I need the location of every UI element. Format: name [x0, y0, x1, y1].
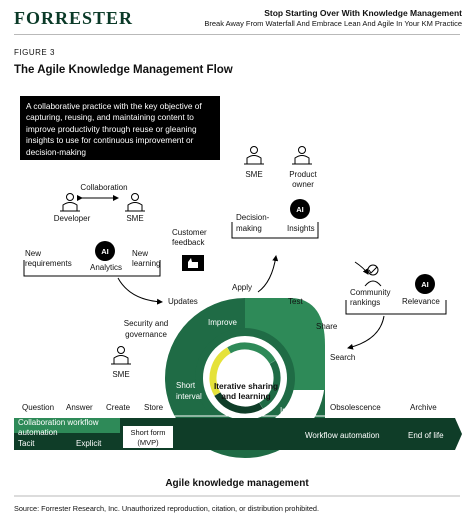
community-bracket: [345, 300, 447, 315]
timeline-create: Create: [106, 403, 131, 412]
short-interval-label: Short interval: [176, 381, 202, 401]
analytics-bracket: [23, 260, 161, 277]
figure-title: The Agile Knowledge Management Flow: [14, 64, 233, 76]
updates-label: Updates: [168, 297, 198, 306]
thumbs-up-icon: [182, 255, 204, 271]
diagram-title: Agile knowledge management: [165, 478, 309, 489]
figure-label: FIGURE 3: [14, 48, 55, 57]
security-governance-label: Security and governance: [123, 319, 169, 339]
improve-label: Improve: [208, 318, 237, 327]
inquiry-label: Inquiry: [280, 406, 305, 415]
sme-label: SME: [126, 214, 144, 223]
sme-lower-label: SME: [112, 370, 130, 379]
new-learning-label: New learning: [132, 249, 161, 268]
ai-badge-analytics: AI: [95, 241, 115, 261]
timeline-question: Question: [22, 403, 55, 412]
timeline-archive: Archive: [410, 403, 437, 412]
sme-top-person-icon: [244, 146, 264, 165]
community-arrow: [354, 261, 369, 275]
product-owner-person-icon: [292, 146, 312, 165]
ai-badge-relevance: AI: [415, 274, 435, 294]
report-title: Stop Starting Over With Knowledge Manage…: [264, 8, 462, 18]
apply-label: Apply: [232, 283, 253, 292]
source-note: Source: Forrester Research, Inc. Unautho…: [14, 504, 320, 513]
header-divider: [14, 34, 460, 35]
short-form-mvp-box: Short form (MVP): [122, 425, 174, 449]
apply-arrow: [257, 255, 279, 293]
analytics-label: Analytics: [89, 263, 122, 272]
community-rankings-icon: [364, 264, 382, 287]
developer-label: Developer: [53, 214, 91, 223]
ai-badge-insights: AI: [290, 199, 310, 219]
workflow-automation-label: Workflow automation: [305, 431, 380, 440]
tacit-label: Tacit: [18, 439, 35, 448]
community-rankings-label: Community rankings: [350, 288, 391, 307]
developer-person-icon: [60, 193, 80, 212]
timeline-answer: Answer: [66, 403, 93, 412]
explicit-label: Explicit: [76, 439, 102, 448]
report-subtitle: Break Away From Waterfall And Embrace Le…: [204, 19, 462, 28]
end-of-life-label: End of life: [408, 431, 444, 440]
relevance-label: Relevance: [402, 297, 440, 306]
collaboration-label: Collaboration: [80, 183, 128, 192]
search-arrow: [347, 315, 385, 350]
timeline-obsolescence: Obsolescence: [330, 403, 381, 412]
timeline-store: Store: [144, 403, 164, 412]
customer-feedback-label: Customer feedback: [172, 228, 207, 247]
decision-making-label: Decision-making: [236, 213, 270, 233]
hub-label: Iterative sharing and learning: [213, 380, 279, 402]
share-label: Share: [316, 322, 338, 331]
new-requirements-label: New requirements: [25, 249, 72, 268]
updates-arrow: [117, 277, 163, 305]
sme-person-icon: [125, 193, 145, 212]
search-label: Search: [330, 353, 356, 362]
intro-box: A collaborative practice with the key ob…: [20, 96, 220, 160]
sme-top-label: SME: [245, 170, 263, 179]
forrester-logo: FORRESTER: [14, 8, 134, 28]
test-label: Test: [288, 297, 303, 306]
insights-label: Insights: [287, 224, 315, 233]
bottom-bar-left-light: [14, 418, 120, 433]
collab-automation-label: Collaboration workflow automation: [18, 418, 99, 437]
product-owner-label: Product owner: [289, 170, 317, 189]
sme-lower-person-icon: [111, 346, 131, 365]
decision-bracket: [231, 222, 319, 239]
